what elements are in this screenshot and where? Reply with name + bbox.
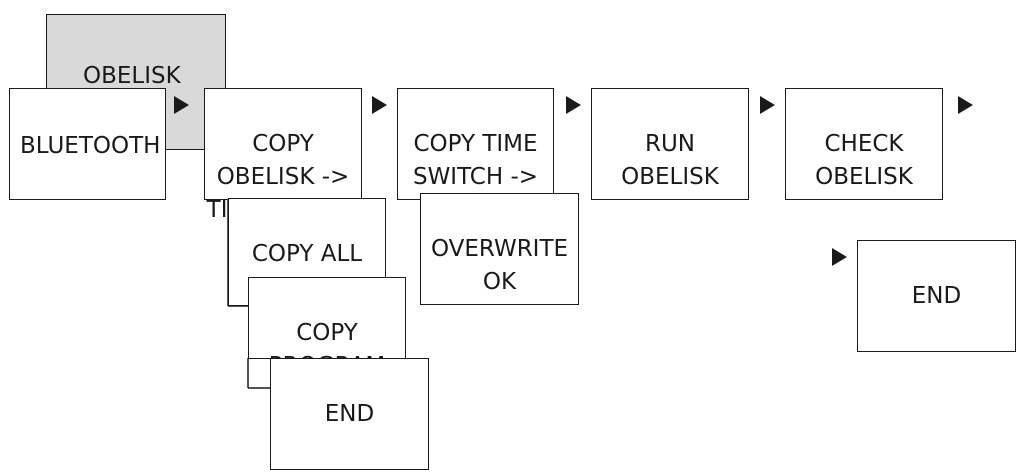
- copy-program-box: COPY PROGRAM: [248, 277, 406, 379]
- run-obelisk-box: RUN OBELISK: [591, 88, 749, 200]
- bluetooth-box: BLUETOOTH: [9, 88, 166, 200]
- check-obelisk-box: CHECK OBELISK: [785, 88, 943, 200]
- obelisk-parent-label: OBELISK: [83, 63, 181, 89]
- run-obelisk-label: RUN OBELISK: [621, 131, 719, 190]
- arrow-right-icon: [566, 96, 581, 114]
- arrow-right-icon: [174, 96, 189, 114]
- end-right-label: END: [911, 283, 962, 309]
- overwrite-ok-box: OVERWRITE OK: [420, 193, 579, 305]
- copy-time-switch-to-obelisk-box: COPY TIME SWITCH -> OBELISK: [397, 88, 554, 223]
- arrow-right-icon: [832, 248, 847, 266]
- copy-obelisk-to-time-switch-box: COPY OBELISK -> TIME SWITCH: [204, 88, 362, 223]
- end-right-box: END: [857, 240, 1016, 352]
- arrow-right-icon: [760, 96, 775, 114]
- end-sub-box: END: [270, 358, 429, 470]
- overwrite-ok-label: OVERWRITE OK: [430, 236, 569, 295]
- arrow-right-icon: [372, 96, 387, 114]
- arrow-right-icon: [958, 96, 973, 114]
- check-obelisk-label: CHECK OBELISK: [815, 131, 913, 190]
- bluetooth-label: BLUETOOTH: [20, 133, 161, 159]
- end-sub-label: END: [324, 401, 375, 427]
